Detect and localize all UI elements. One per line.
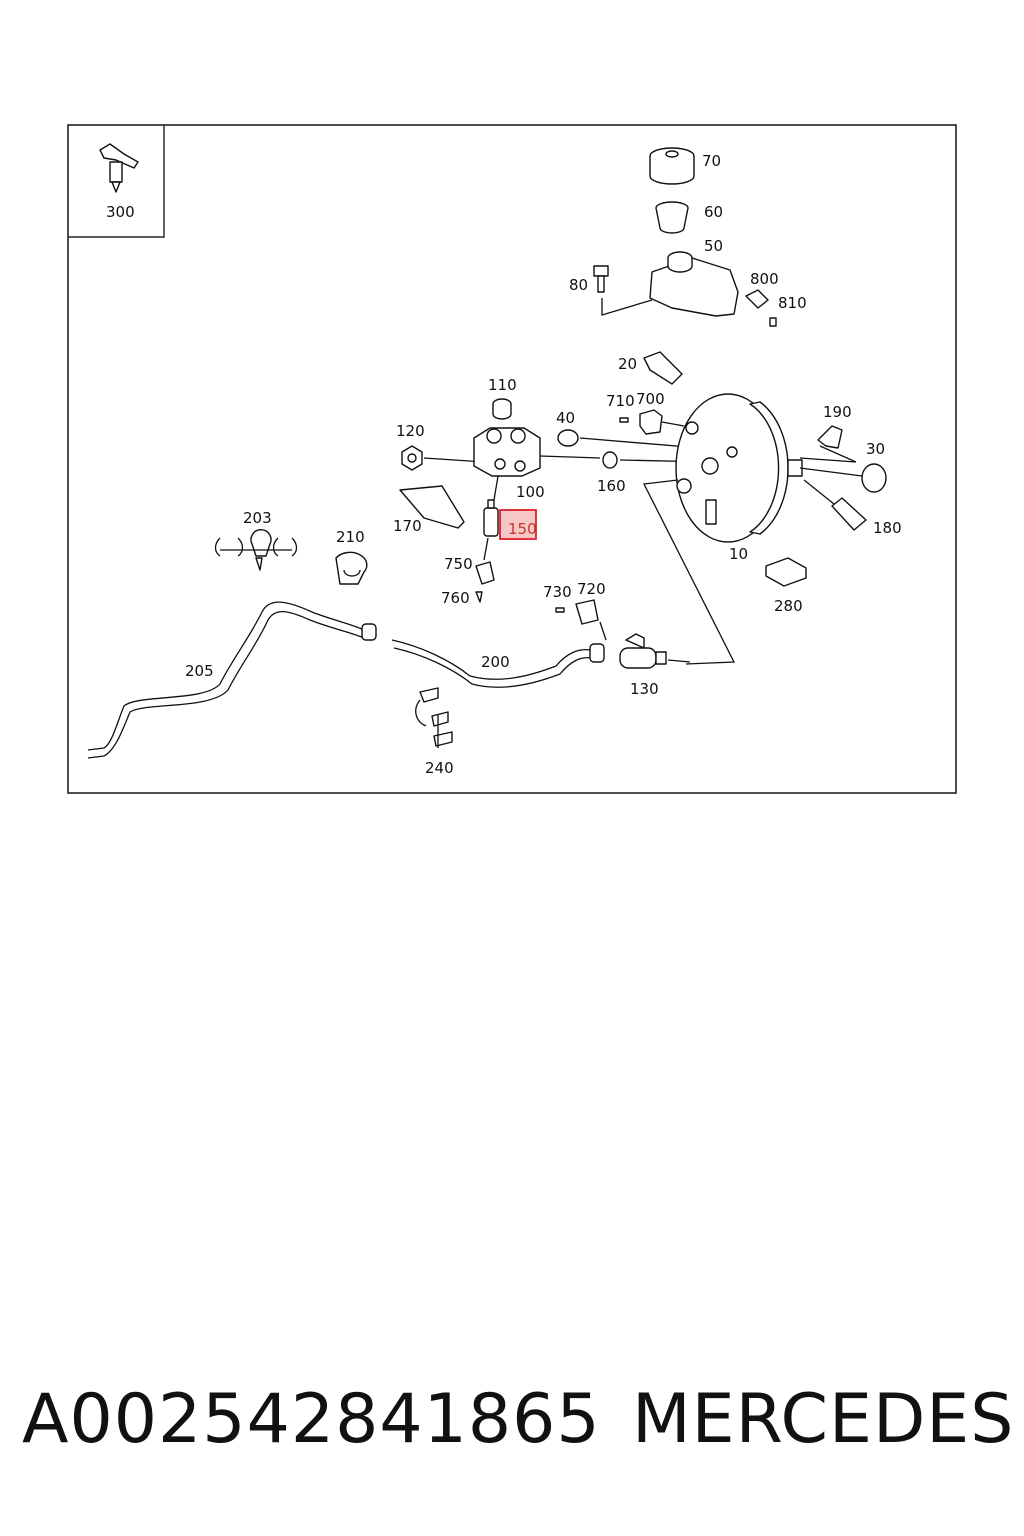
label-190: 190: [823, 403, 852, 421]
label-710: 710: [606, 392, 635, 410]
label-170: 170: [393, 517, 422, 535]
pin-20-icon: [643, 351, 683, 385]
o-ring-30-icon: [861, 463, 887, 493]
check-valve-130-icon: [619, 633, 667, 669]
vacuum-hose-205-icon: [87, 601, 377, 759]
reservoir-50-icon: [649, 251, 739, 317]
label-750: 750: [444, 555, 473, 573]
connector-720-icon: [555, 599, 599, 625]
label-100: 100: [516, 483, 545, 501]
connector-750-icon: [475, 561, 495, 603]
vacuum-hose-200-icon: [391, 639, 605, 688]
sensor-800-icon: [745, 289, 777, 327]
label-210: 210: [336, 528, 365, 546]
part-number: A002542841865: [22, 1380, 601, 1459]
sensor-700-icon: [619, 409, 663, 435]
label-240: 240: [425, 759, 454, 777]
label-280: 280: [774, 597, 803, 615]
nut-120-icon: [401, 445, 423, 471]
cap-40-icon: [557, 429, 579, 447]
label-203: 203: [243, 509, 272, 527]
clip-240-icon: [415, 687, 453, 748]
label-760: 760: [441, 589, 470, 607]
brake-booster-10-icon: [675, 393, 803, 543]
label-200: 200: [481, 653, 510, 671]
label-180: 180: [873, 519, 902, 537]
footer: A002542841865 MERCEDES: [0, 1370, 1024, 1480]
seal-160-icon: [602, 451, 618, 469]
sensor-150-icon: [483, 499, 499, 537]
label-720: 720: [577, 580, 606, 598]
label-810: 810: [778, 294, 807, 312]
clamp-210-icon: [335, 551, 368, 585]
inset-frame: [68, 125, 165, 238]
label-30: 30: [866, 440, 885, 458]
diagram-frame: [67, 124, 957, 794]
label-300: 300: [106, 203, 135, 221]
label-80: 80: [569, 276, 588, 294]
bracket-170-icon: [399, 485, 465, 529]
label-120: 120: [396, 422, 425, 440]
pin-180-icon: [803, 479, 867, 531]
label-50: 50: [704, 237, 723, 255]
bolt-80-icon: [593, 265, 609, 293]
parts-diagram: 300 70 60 50 80 800 810 20 110 710 700 4…: [67, 124, 957, 794]
label-700: 700: [636, 390, 665, 408]
brand-name: MERCEDES: [632, 1380, 1015, 1459]
grommet-280-icon: [765, 557, 807, 587]
bracket-190-icon: [817, 425, 843, 449]
highlight-box-150: [499, 509, 537, 540]
strainer-60-icon: [655, 201, 689, 234]
label-20: 20: [618, 355, 637, 373]
label-205: 205: [185, 662, 214, 680]
label-110: 110: [488, 376, 517, 394]
label-10: 10: [729, 545, 748, 563]
reservoir-cap-70-icon: [649, 147, 695, 185]
label-60: 60: [704, 203, 723, 221]
clip-203-icon: [214, 528, 298, 571]
label-800: 800: [750, 270, 779, 288]
label-70: 70: [702, 152, 721, 170]
label-730: 730: [543, 583, 572, 601]
label-40: 40: [556, 409, 575, 427]
master-cylinder-100-icon: [473, 427, 541, 477]
grommet-110-icon: [492, 398, 512, 420]
label-150: 150: [508, 520, 537, 538]
clip-300-icon: [99, 143, 139, 193]
label-130: 130: [630, 680, 659, 698]
label-160: 160: [597, 477, 626, 495]
